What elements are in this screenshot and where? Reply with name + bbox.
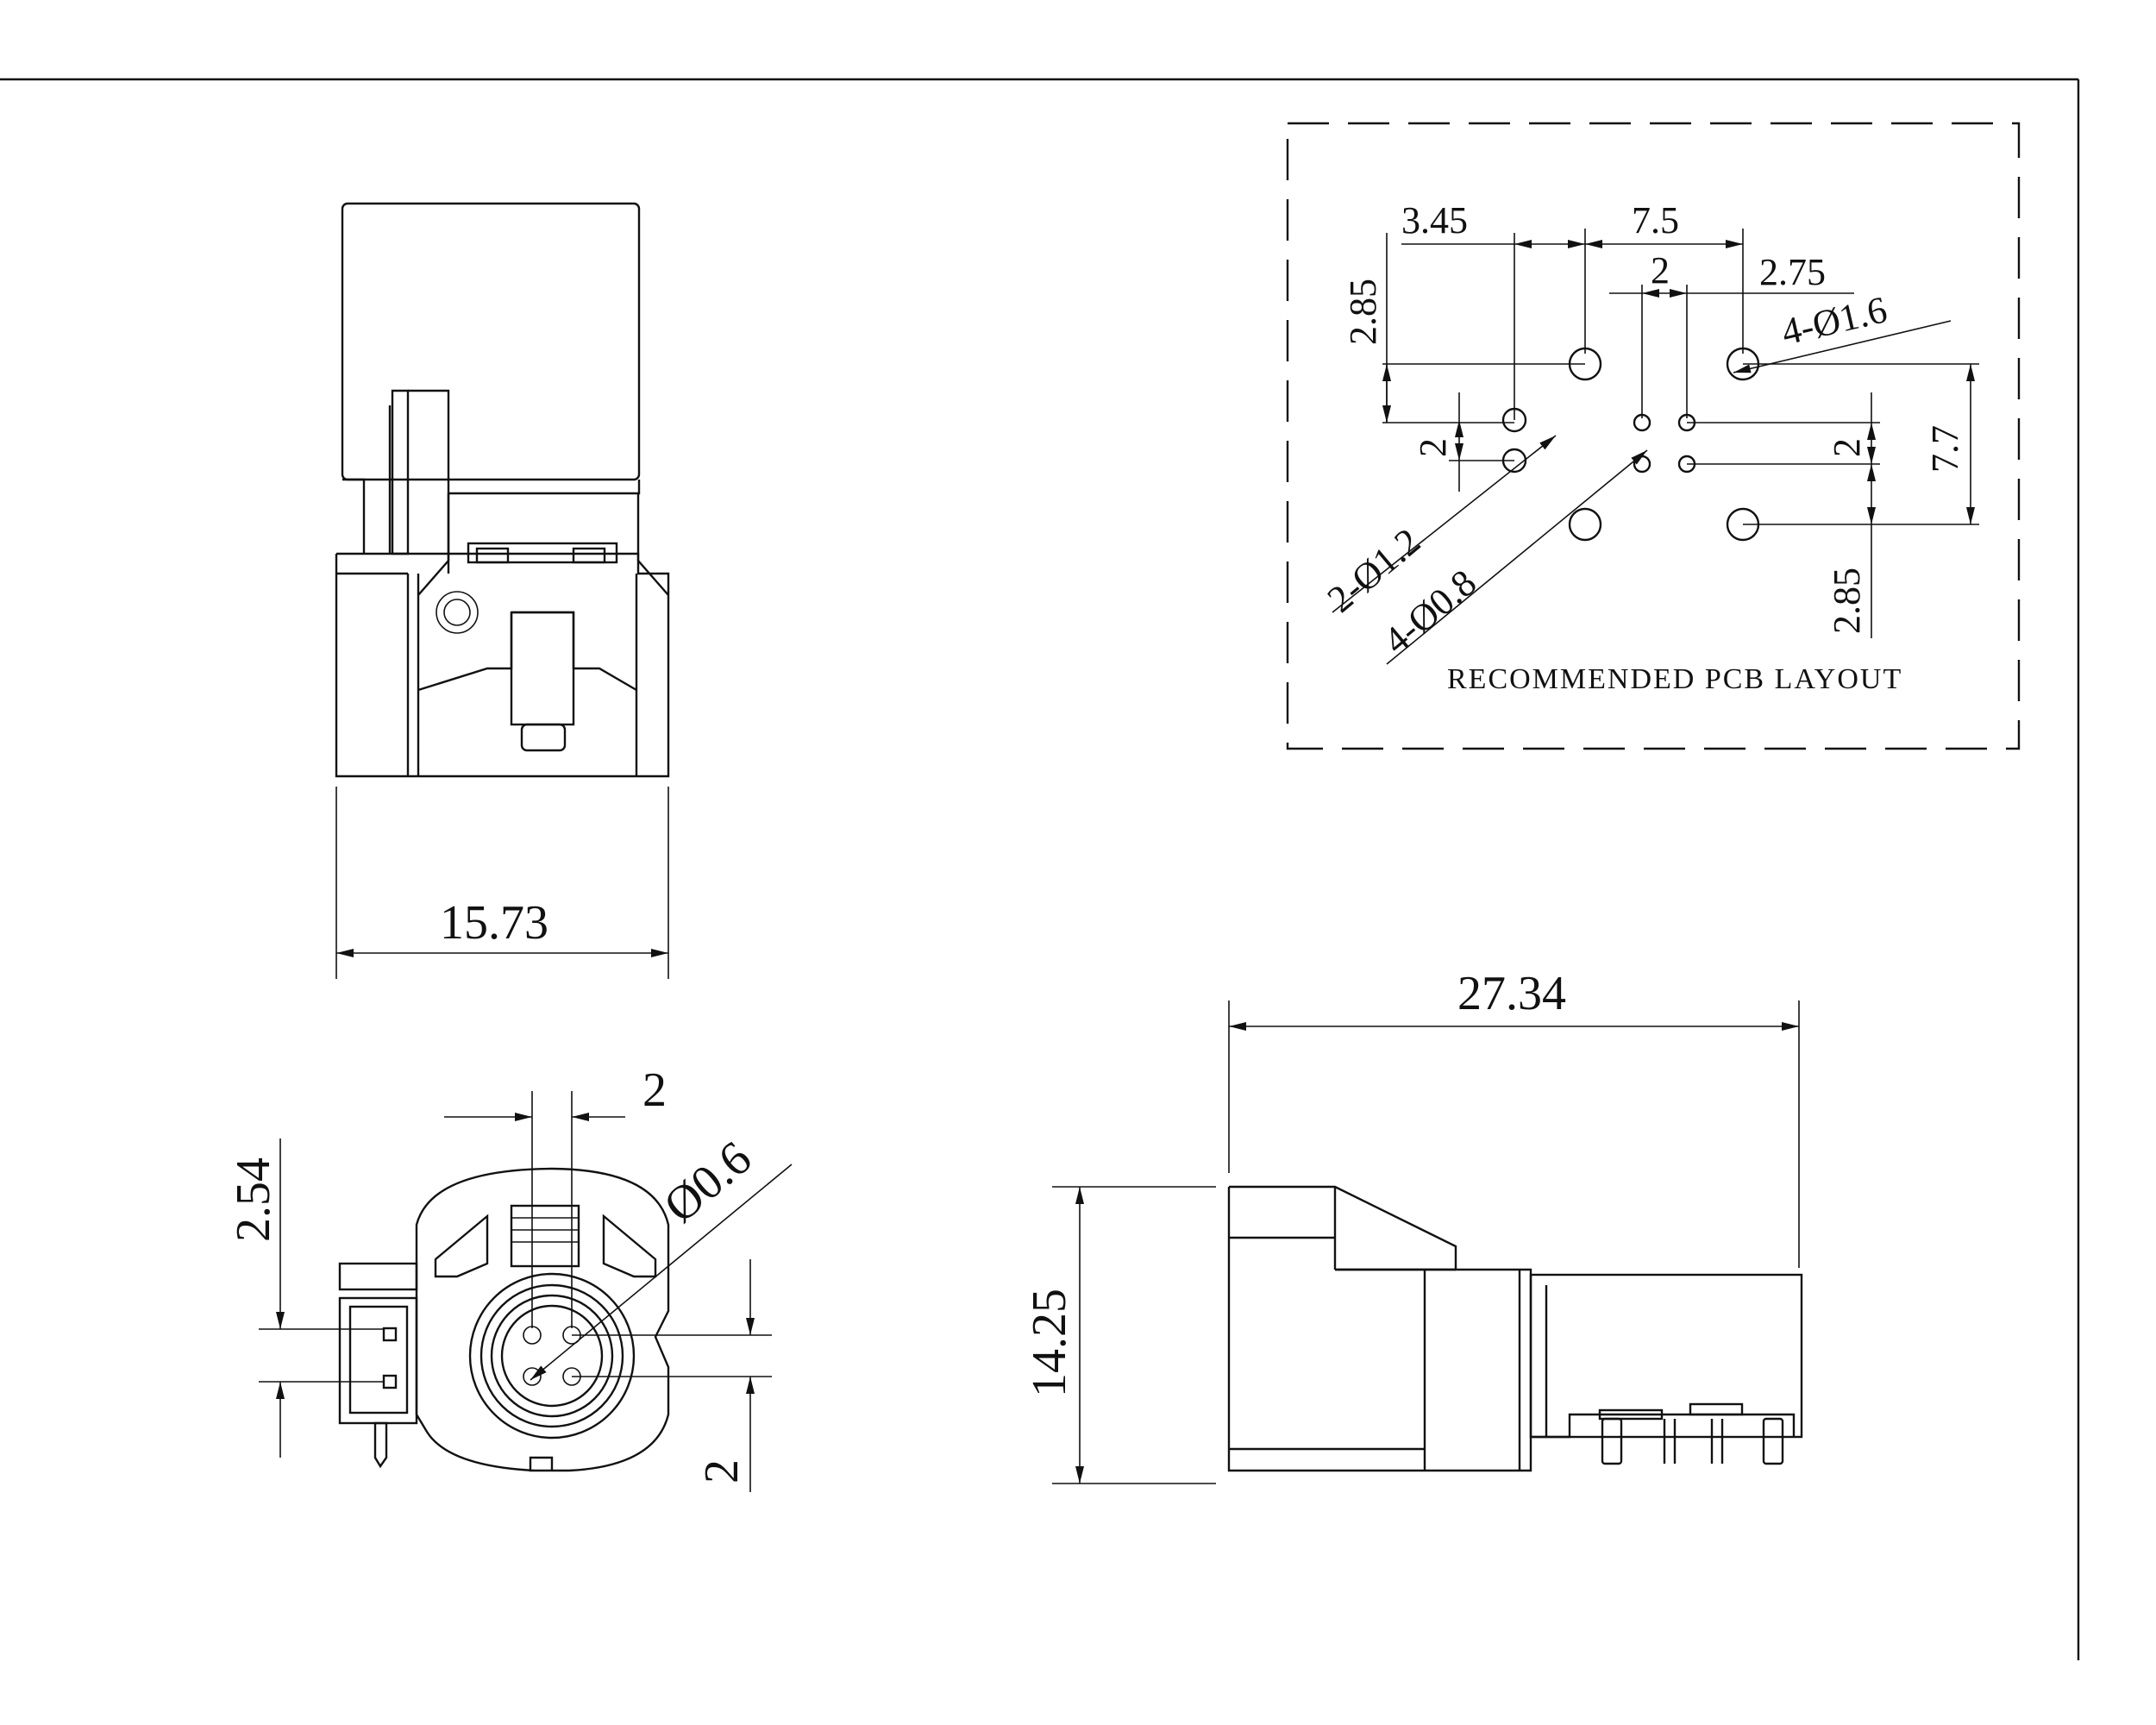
drawing-frame [0, 78, 2080, 1660]
pcb-hole-large-group [1568, 347, 1760, 542]
dim-3-45: 3.45 [1401, 199, 1468, 242]
pcb-hole-large [1568, 507, 1602, 542]
dim-7-5: 7.5 [1632, 199, 1679, 242]
pcb-layout-view: 3.45 7.5 2 2.75 4-Ø1.6 2.85 2 2 2.85 7.7 [1286, 122, 2021, 750]
front-view: 2 Ø0.6 2 2.54 [227, 1063, 793, 1492]
top-view: 15.73 [335, 202, 670, 979]
dim-hole-1-6: 4-Ø1.6 [1777, 288, 1890, 354]
dim-2-left: 2 [1412, 438, 1454, 457]
dim-2-right: 2 [1826, 438, 1868, 457]
dim-7-7: 7.7 [1924, 425, 1966, 473]
dim-pitch-right: 2 [695, 1459, 749, 1484]
pcb-layout-caption: RECOMMENDED PCB LAYOUT [1447, 663, 1902, 695]
dim-2-top: 2 [1651, 249, 1670, 292]
manufacturer-seal [436, 591, 479, 634]
dim-pin-pitch-top: 2 [642, 1063, 667, 1117]
dim-pin-diameter: Ø0.6 [655, 1131, 761, 1233]
side-view: 27.34 14.25 [1023, 967, 1803, 1484]
dim-2-75: 2.75 [1759, 251, 1826, 293]
dim-2-85-left: 2.85 [1342, 279, 1384, 345]
dim-27-34: 27.34 [1457, 967, 1566, 1020]
dim-pitch-left: 2.54 [227, 1157, 280, 1242]
dim-15-73: 15.73 [440, 896, 548, 950]
dim-14-25: 14.25 [1023, 1289, 1076, 1397]
dim-2-85-right: 2.85 [1826, 568, 1868, 634]
